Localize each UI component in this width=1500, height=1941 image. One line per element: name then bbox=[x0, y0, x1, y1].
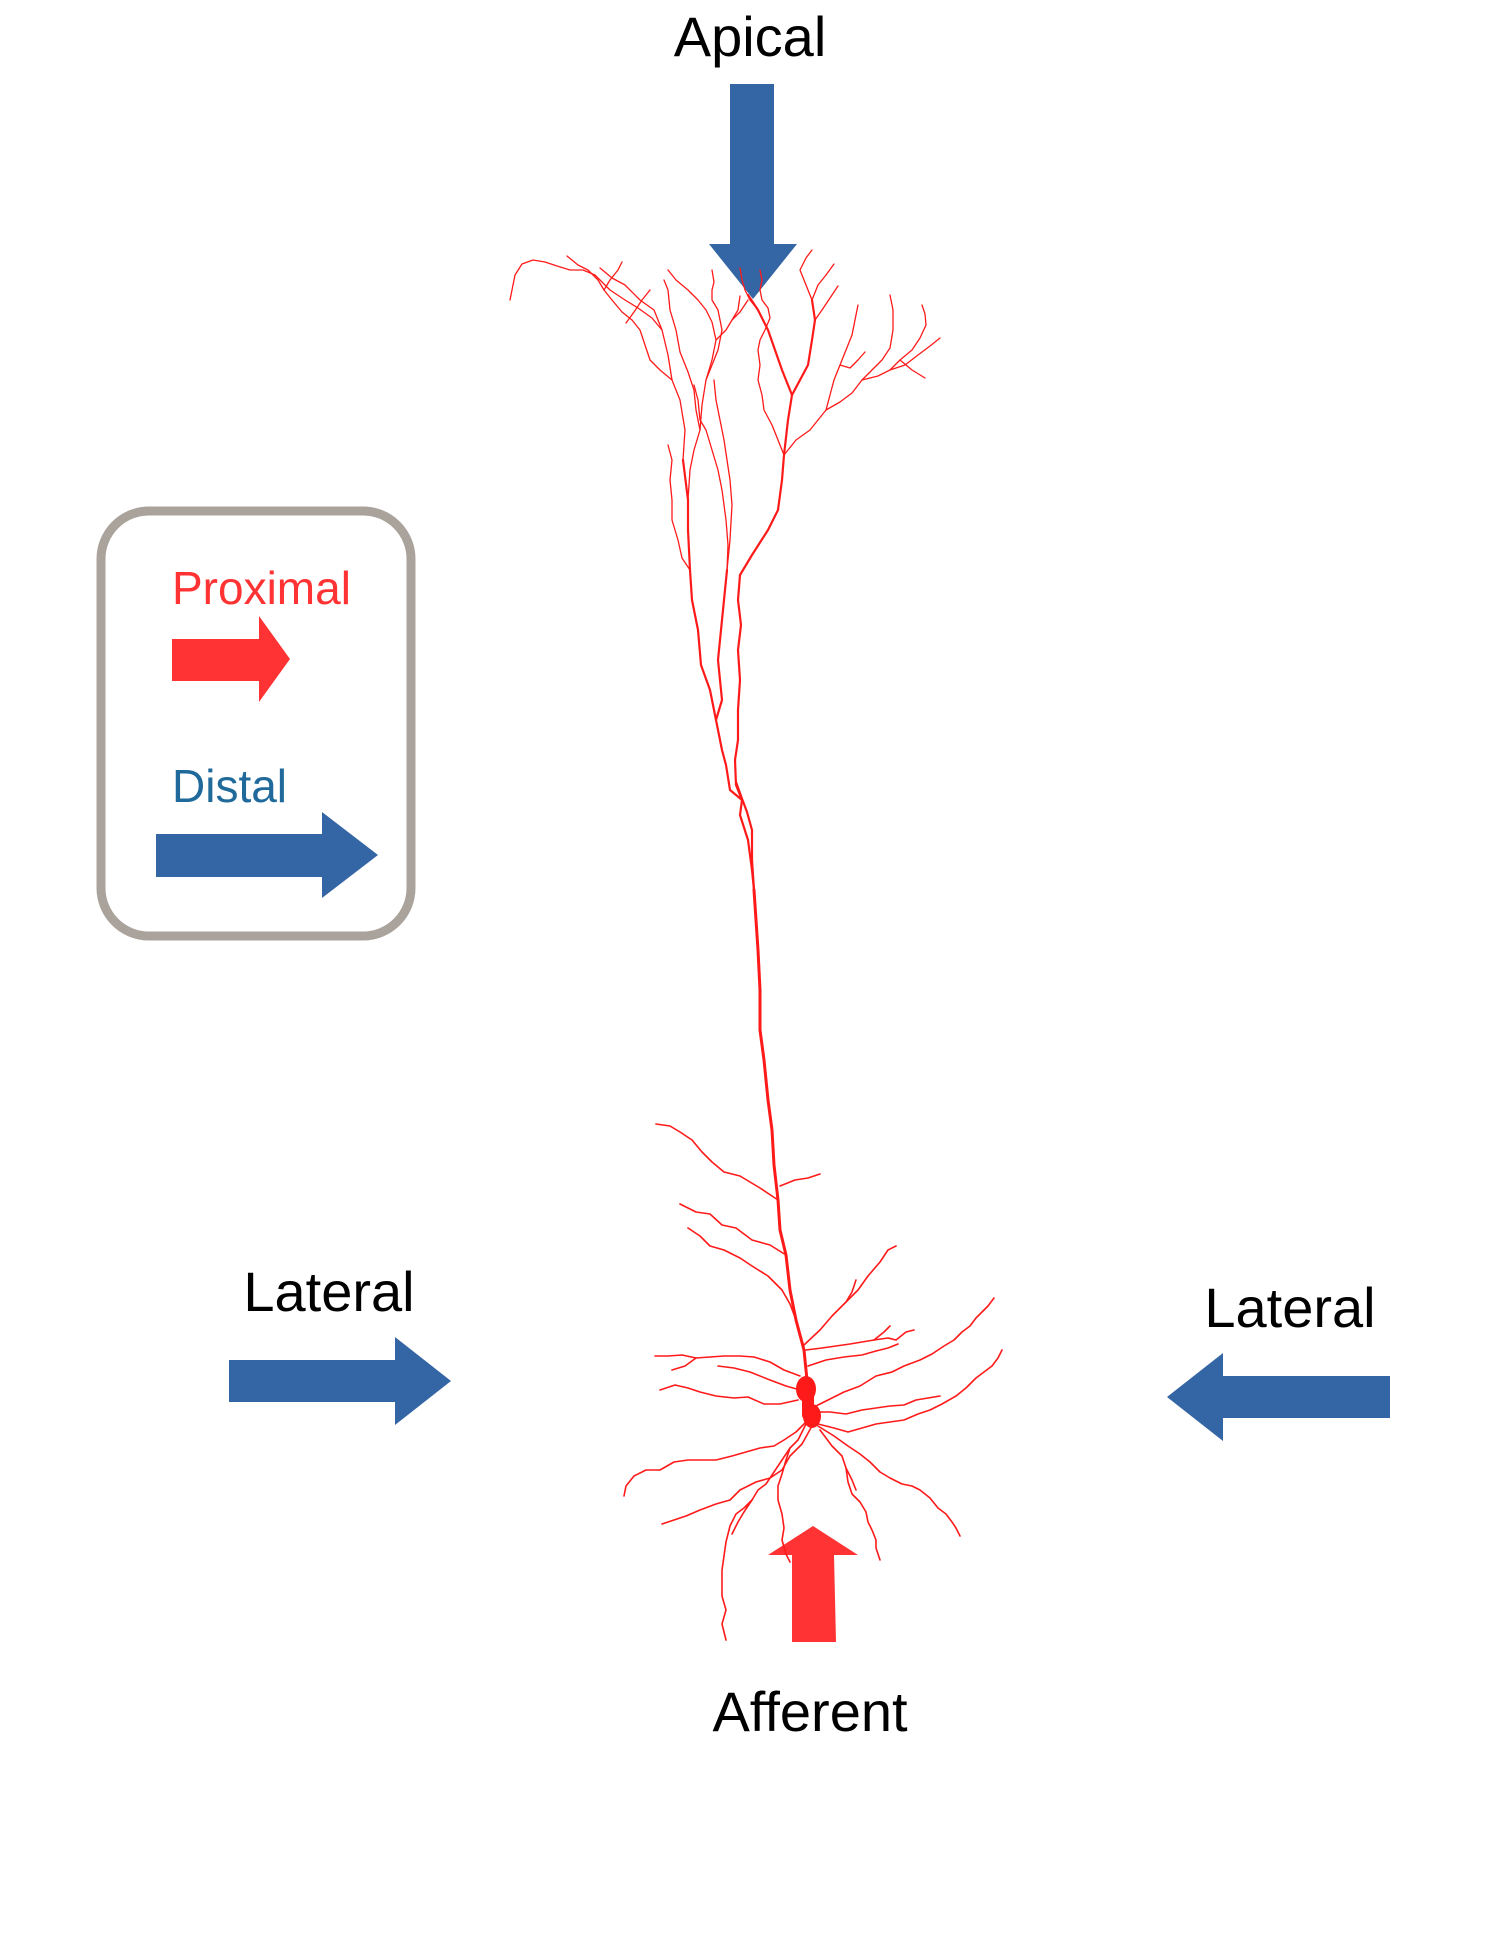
lateral-left-label: Lateral bbox=[243, 1260, 414, 1323]
legend-distal-label: Distal bbox=[172, 760, 287, 812]
lateral-left-arrow-icon bbox=[229, 1337, 451, 1425]
basal-dendrites bbox=[623, 1297, 1003, 1641]
apical-tuft-shafts bbox=[681, 293, 817, 892]
legend-distal-arrow-icon bbox=[156, 812, 378, 898]
apical-arrow-icon bbox=[709, 84, 797, 299]
lateral-right-label: Lateral bbox=[1204, 1276, 1375, 1339]
legend: Proximal Distal bbox=[96, 506, 416, 941]
lateral-right-arrow-icon bbox=[1167, 1353, 1390, 1441]
afferent-label: Afferent bbox=[712, 1680, 908, 1743]
apical-label: Apical bbox=[674, 5, 827, 68]
apical-dendrite-trunk bbox=[752, 888, 810, 1392]
pyramidal-neuron-illustration bbox=[509, 249, 1003, 1641]
afferent-arrow-icon bbox=[768, 1526, 858, 1642]
legend-border bbox=[96, 506, 416, 941]
oblique-dendrites bbox=[654, 1123, 915, 1405]
legend-proximal-arrow-icon bbox=[172, 616, 290, 702]
legend-proximal-label: Proximal bbox=[172, 562, 351, 614]
apical-tuft-branches bbox=[509, 249, 941, 571]
